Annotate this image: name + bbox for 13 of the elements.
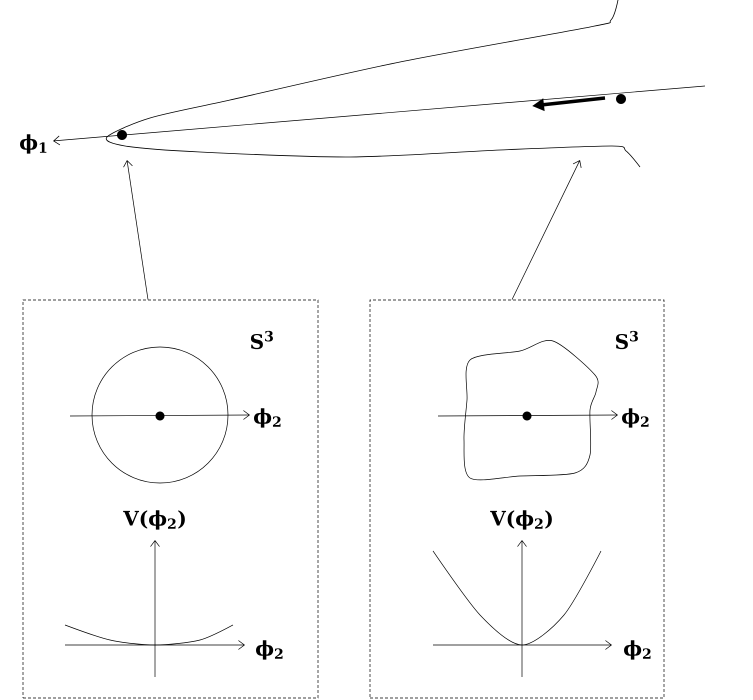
- inset-box: [22, 300, 318, 698]
- manifold-label: S$^{3}$: [616, 330, 638, 350]
- axis-label: ϕ$_{2}$: [254, 408, 281, 428]
- axis-label: V(ϕ$_{2}$): [490, 510, 552, 530]
- axis-label: ϕ$_{1}$: [20, 134, 46, 154]
- axis-label: ϕ$_{2}$: [622, 408, 649, 428]
- axis-label: ϕ$_{2}$: [256, 640, 283, 660]
- arrow: [123, 160, 148, 300]
- manifold-label: S$^{3}$: [250, 330, 273, 350]
- arrow: [512, 160, 582, 300]
- inset-box: [370, 300, 664, 698]
- axis-label: ϕ$_{2}$: [624, 640, 651, 660]
- axis-label: V(ϕ$_{2}$): [123, 510, 185, 530]
